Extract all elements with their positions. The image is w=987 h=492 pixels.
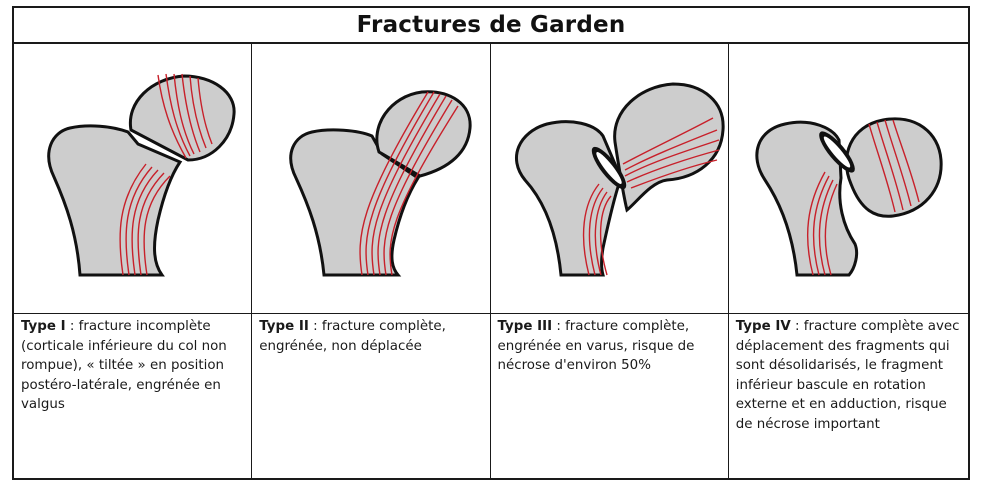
panel-type-2: Type II : fracture complète, engrénée, n… [252, 44, 490, 480]
type-label-2: Type II [259, 319, 309, 334]
description-4: : fracture complète avec déplacement des… [736, 319, 960, 432]
caption-type-3: Type III : fracture complète, engrénée e… [498, 317, 724, 376]
type-label-3: Type III [498, 319, 553, 334]
type-label-1: Type I [21, 319, 66, 334]
femur-illustration-type-3 [491, 44, 728, 314]
femur-illustration-type-1 [14, 44, 251, 314]
panel-type-3: Type III : fracture complète, engrénée e… [491, 44, 729, 480]
femoral-head-type-3 [614, 84, 722, 210]
femur-illustration-type-4 [729, 44, 968, 314]
femur-illustration-type-2 [252, 44, 489, 314]
garden-classification-figure: Fractures de Garden [12, 6, 970, 480]
title-bar: Fractures de Garden [14, 8, 968, 44]
femoral-head-type-4 [846, 119, 941, 216]
type-label-4: Type IV [736, 319, 791, 334]
femur-shaft-type-1 [49, 126, 180, 275]
panel-type-1: Type I : fracture incomplète (corticale … [14, 44, 252, 480]
caption-type-1: Type I : fracture incomplète (corticale … [21, 317, 247, 415]
caption-type-4: Type IV : fracture complète avec déplace… [736, 317, 962, 434]
panels-row: Type I : fracture incomplète (corticale … [14, 44, 968, 480]
panel-type-4: Type IV : fracture complète avec déplace… [729, 44, 968, 480]
caption-type-2: Type II : fracture complète, engrénée, n… [259, 317, 485, 356]
femur-shaft-type-3 [516, 122, 621, 275]
femur-shaft-type-4 [757, 122, 857, 275]
figure-title: Fractures de Garden [357, 12, 626, 38]
